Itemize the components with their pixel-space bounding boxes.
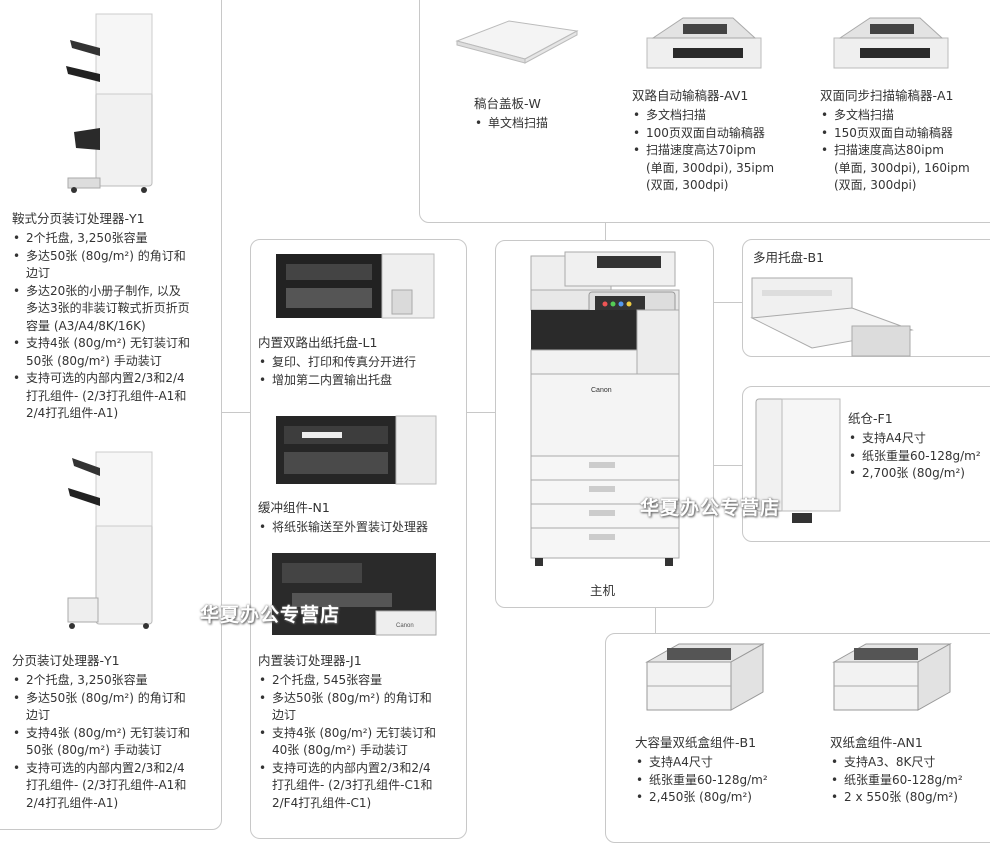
inner-tray-title: 内置双路出纸托盘-L1	[258, 335, 378, 350]
saddle-finisher-image	[66, 13, 153, 193]
inner-finisher-title: 内置装订处理器-J1	[258, 653, 362, 668]
adf-av1-features: 多文档扫描100页双面自动输稿器扫描速度高达70ipm (单面, 300dpi)…	[632, 107, 807, 195]
connector	[655, 608, 656, 633]
inner-finisher-features: 2个托盘, 545张容量多达50张 (80g/m²) 的角订和 边订支持4张 (…	[258, 672, 463, 812]
adf-a1-image	[833, 17, 949, 69]
connector	[605, 223, 606, 240]
saddle-finisher-features: 2个托盘, 3,250张容量多达50张 (80g/m²) 的角订和 边订多达20…	[12, 230, 217, 423]
feature-item: 支持4张 (80g/m²) 无钉装订和 50张 (80g/m²) 手动装订	[12, 335, 217, 370]
paper-deck-image	[755, 398, 841, 523]
feature-item: 2,450张 (80g/m²)	[635, 789, 805, 807]
adf-av1-title: 双路自动输稿器-AV1	[632, 88, 749, 103]
feature-item: 支持可选的内部内置2/3和2/4 打孔组件- (2/3打孔组件-A1和 2/4打…	[12, 760, 217, 813]
watermark: 华夏办公专营店	[640, 497, 781, 519]
connector	[714, 302, 742, 303]
paper-deck-title: 纸仓-F1	[848, 411, 893, 426]
feature-item: 增加第二内置输出托盘	[258, 372, 463, 390]
feature-item: 多达50张 (80g/m²) 的角订和 边订	[258, 690, 463, 725]
watermark: 华夏办公专营店	[200, 604, 341, 626]
feature-item: 2个托盘, 545张容量	[258, 672, 463, 690]
feature-item: 支持A3、8K尺寸	[830, 754, 990, 772]
feature-item: 将纸张输送至外置装订处理器	[258, 519, 463, 537]
cassette-b1-image	[645, 643, 765, 711]
feature-item: 2个托盘, 3,250张容量	[12, 230, 217, 248]
feature-item: 多达50张 (80g/m²) 的角订和 边订	[12, 248, 217, 283]
feature-item: 扫描速度高达70ipm (单面, 300dpi), 35ipm (双面, 300…	[632, 142, 807, 195]
feature-item: 支持可选的内部内置2/3和2/4 打孔组件- (2/3打孔组件-A1和 2/4打…	[12, 370, 217, 423]
feature-item: 支持A4尺寸	[848, 430, 988, 448]
inner-finisher-image: Canon	[272, 553, 437, 636]
adf-a1-title: 双面同步扫描输稿器-A1	[820, 88, 954, 103]
svg-text:Canon: Canon	[396, 623, 414, 629]
feature-item: 100页双面自动输稿器	[632, 125, 807, 143]
saddle-finisher-title: 鞍式分页装订处理器-Y1	[12, 211, 145, 226]
platen-cover-title: 稿台盖板-W	[474, 96, 541, 111]
inner-tray-features: 复印、打印和传真分开进行增加第二内置输出托盘	[258, 354, 463, 389]
feature-item: 多达20张的小册子制作, 以及 多达3张的非装订鞍式折页折页 容量 (A3/A4…	[12, 283, 217, 336]
feature-item: 支持A4尺寸	[635, 754, 805, 772]
feature-item: 复印、打印和传真分开进行	[258, 354, 463, 372]
feature-item: 2个托盘, 3,250张容量	[12, 672, 217, 690]
main-unit-image: Canon	[530, 251, 680, 566]
cassette-an1-title: 双纸盒组件-AN1	[830, 735, 923, 750]
feature-item: 多达50张 (80g/m²) 的角订和 边订	[12, 690, 217, 725]
buffer-unit-title: 缓冲组件-N1	[258, 500, 330, 515]
adf-a1-features: 多文档扫描150页双面自动输稿器扫描速度高达80ipm (单面, 300dpi)…	[820, 107, 990, 195]
feature-item: 支持4张 (80g/m²) 无钉装订和 40张 (80g/m²) 手动装订	[258, 725, 463, 760]
connector	[467, 412, 495, 413]
staple-finisher-image	[67, 451, 153, 629]
cassette-b1-title: 大容量双纸盒组件-B1	[635, 735, 757, 750]
cassette-an1-image	[832, 643, 952, 711]
main-unit-title: 主机	[590, 583, 616, 598]
buffer-unit-features: 将纸张输送至外置装订处理器	[258, 519, 463, 537]
feature-item: 支持可选的内部内置2/3和2/4 打孔组件- (2/3打孔组件-C1和 2/F4…	[258, 760, 463, 813]
adf-av1-image	[646, 17, 762, 69]
svg-text:Canon: Canon	[591, 387, 612, 394]
inner-tray-image	[276, 253, 435, 319]
feature-item: 多文档扫描	[820, 107, 990, 125]
cassette-an1-features: 支持A3、8K尺寸纸张重量60-128g/m²2 x 550张 (80g/m²)	[830, 754, 990, 807]
bypass-tray-image	[750, 277, 914, 357]
buffer-unit-image	[276, 415, 437, 485]
feature-item: 支持4张 (80g/m²) 无钉装订和 50张 (80g/m²) 手动装订	[12, 725, 217, 760]
connector	[714, 465, 742, 466]
connector	[222, 412, 250, 413]
paper-deck-features: 支持A4尺寸纸张重量60-128g/m²2,700张 (80g/m²)	[848, 430, 988, 483]
feature-item: 单文档扫描	[474, 115, 614, 133]
feature-item: 纸张重量60-128g/m²	[635, 772, 805, 790]
feature-item: 150页双面自动输稿器	[820, 125, 990, 143]
staple-finisher-title: 分页装订处理器-Y1	[12, 653, 120, 668]
platen-cover-image	[455, 20, 579, 64]
feature-item: 纸张重量60-128g/m²	[848, 448, 988, 466]
feature-item: 2,700张 (80g/m²)	[848, 465, 988, 483]
feature-item: 2 x 550张 (80g/m²)	[830, 789, 990, 807]
feature-item: 纸张重量60-128g/m²	[830, 772, 990, 790]
bypass-tray-title: 多用托盘-B1	[753, 250, 825, 265]
feature-item: 多文档扫描	[632, 107, 807, 125]
feature-item: 扫描速度高达80ipm (单面, 300dpi), 160ipm (双面, 30…	[820, 142, 990, 195]
staple-finisher-features: 2个托盘, 3,250张容量多达50张 (80g/m²) 的角订和 边订支持4张…	[12, 672, 217, 812]
platen-cover-features: 单文档扫描	[474, 115, 614, 133]
cassette-b1-features: 支持A4尺寸纸张重量60-128g/m²2,450张 (80g/m²)	[635, 754, 805, 807]
